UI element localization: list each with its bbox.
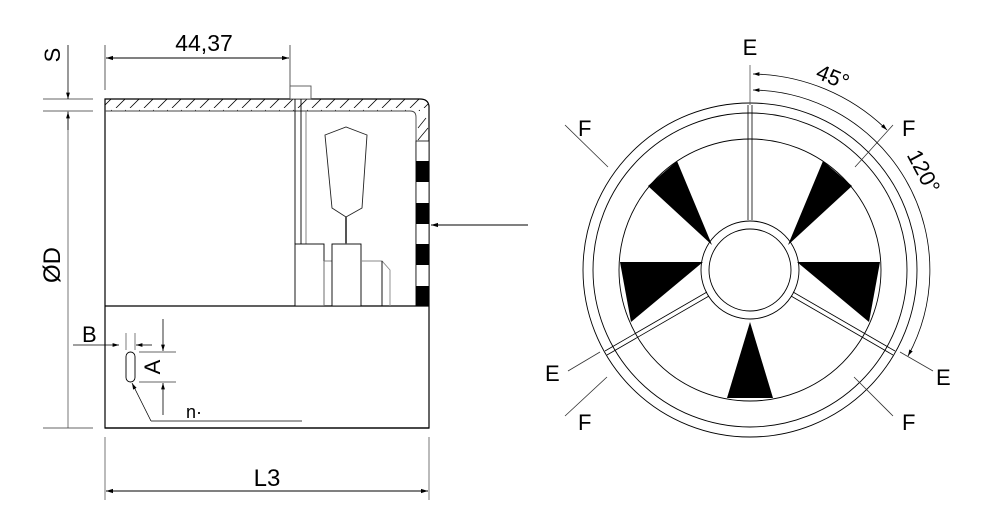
hub-inner: [708, 228, 792, 312]
impeller-blade-profile: [324, 126, 368, 218]
label-e-right: E: [936, 365, 951, 390]
label-f-top-left: F: [578, 116, 591, 141]
mounting-slot: [125, 351, 136, 383]
angle-120-label: 120°: [902, 146, 945, 198]
dim-44-37-label: 44,37: [175, 30, 233, 56]
label-f-bottom-right: F: [902, 410, 915, 435]
side-view: 44,37 S ØD: [39, 30, 528, 500]
dim-s-label: S: [40, 48, 65, 63]
slot-count-label: n·: [186, 402, 202, 422]
guard-stripe-band: [415, 140, 430, 307]
dim-b-label: B: [82, 322, 97, 347]
label-e-top: E: [743, 35, 758, 60]
housing-outline: [104, 98, 430, 429]
motor-block-center: [331, 243, 362, 307]
angle-45-label: 45°: [813, 59, 853, 95]
label-e-left: E: [545, 361, 560, 386]
angle-arc-120: [752, 88, 931, 357]
front-view: E E E F F F F 45° 120°: [545, 35, 951, 438]
label-f-bottom-left: F: [578, 410, 591, 435]
dim-diameter-label: ØD: [39, 247, 66, 283]
dim-l3-label: L3: [254, 465, 281, 492]
label-f-top-right: F: [902, 116, 915, 141]
motor-block-left: [294, 243, 325, 307]
dim-a-label: A: [140, 359, 165, 374]
